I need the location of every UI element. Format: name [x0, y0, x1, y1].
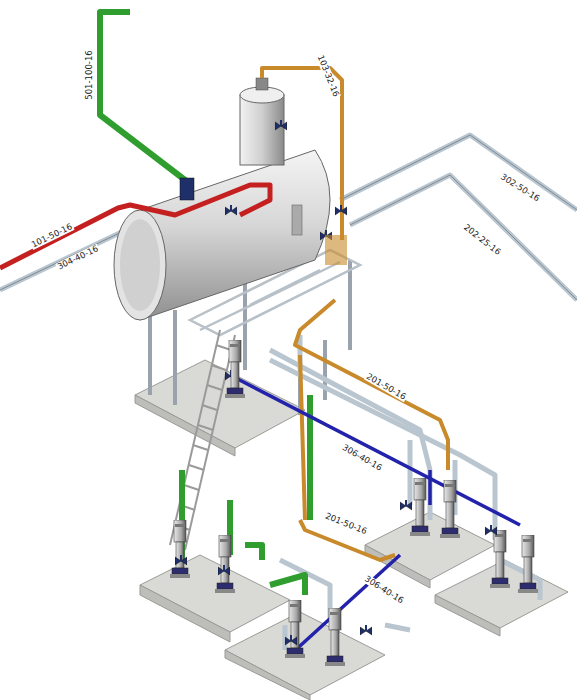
pipe-label: 302-50-16: [498, 172, 542, 204]
pipe-label: 306-40-16: [362, 574, 406, 606]
pipe-label: 501-100-16: [85, 49, 94, 100]
pipe-label: 202-25-16: [461, 222, 503, 258]
pipe-label: 306-40-16: [340, 442, 385, 473]
pipe-label: 304-40-16: [55, 244, 100, 273]
pipe-label: 201-50-16: [323, 511, 369, 537]
pipe-label: 201-50-16: [364, 371, 409, 402]
